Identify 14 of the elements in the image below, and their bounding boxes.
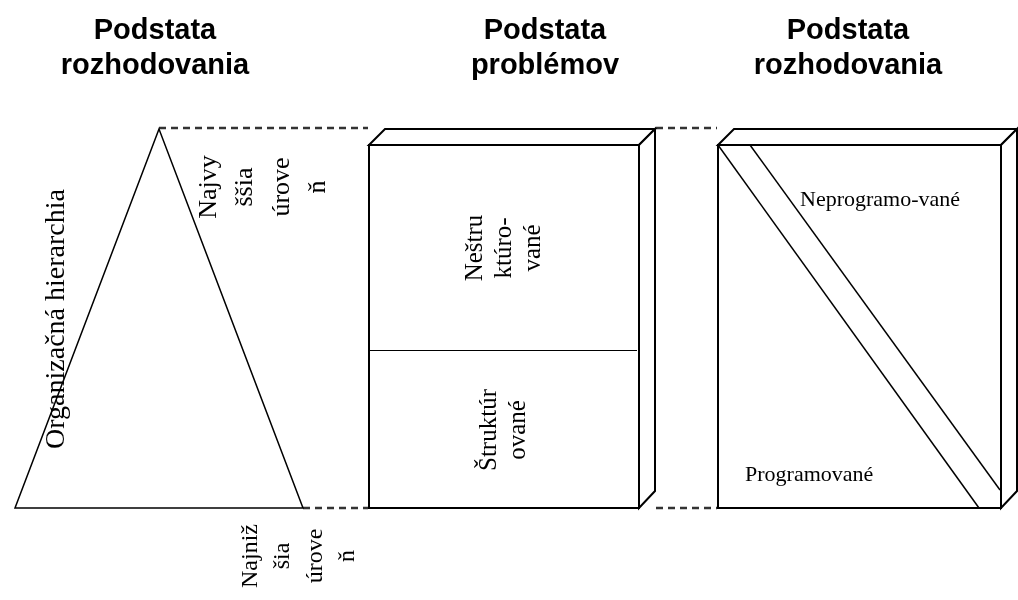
category-label: Neprogramo-vané	[800, 186, 961, 212]
level-label: Najvy ššia úrove ň	[191, 154, 332, 221]
column-heading: Podstata problémov	[469, 12, 621, 82]
column-heading: Podstata rozhodovania	[752, 12, 944, 82]
category-label: Programované	[745, 461, 874, 487]
dashed-connector	[656, 506, 717, 510]
dashed-connector	[656, 126, 717, 130]
column-heading: Podstata rozhodovania	[59, 12, 251, 82]
axis-label: Organizačná hierarchia	[39, 187, 71, 451]
level-label: Najniž šia úrove ň	[235, 523, 361, 590]
dashed-connector	[303, 506, 368, 510]
dashed-connector	[159, 126, 368, 130]
category-label: Neštru ktúro-vané	[459, 213, 545, 283]
category-label: Štruktúr ované	[473, 388, 531, 473]
